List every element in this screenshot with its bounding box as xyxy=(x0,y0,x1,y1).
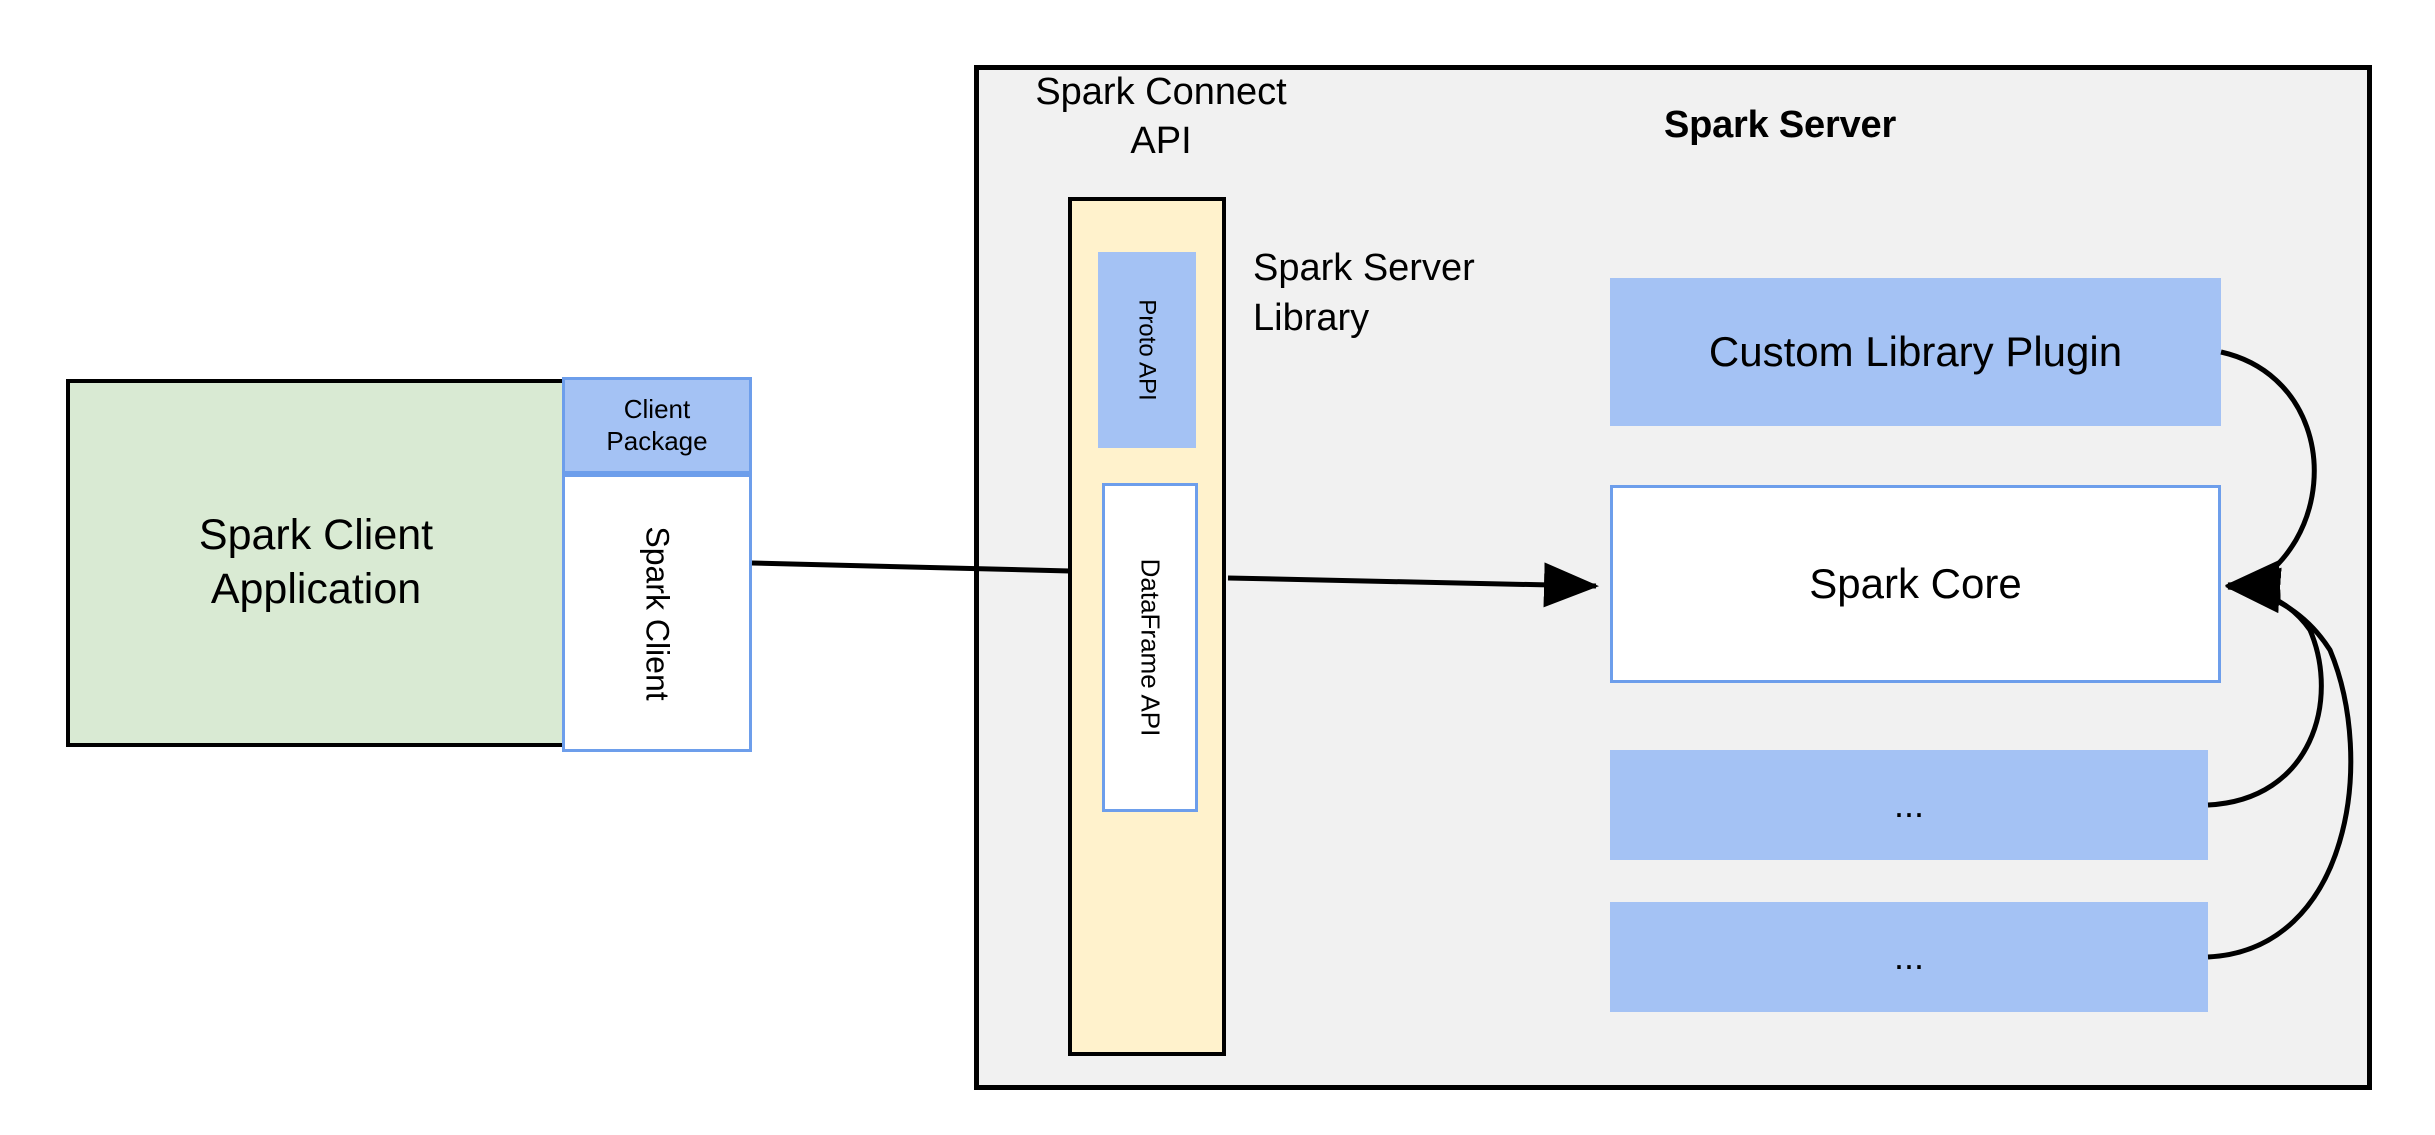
spark-client-application-label: Spark Client Application xyxy=(199,509,433,617)
spark-server-title: Spark Server xyxy=(1663,103,1897,146)
client-app-line2: Application xyxy=(210,565,422,613)
connect-api-line2: API xyxy=(1130,119,1192,162)
client-package-label: Client Package xyxy=(606,394,707,457)
placeholder-2-label: ... xyxy=(1893,936,1924,977)
proto-api-label: Proto API xyxy=(1134,299,1162,401)
client-package-box[interactable]: Client Package xyxy=(562,377,752,474)
server-component-placeholder-1[interactable]: ... xyxy=(1610,750,2208,860)
spark-server-library-label: Spark Server Library xyxy=(1253,243,1583,363)
spark-client-label: Spark Client xyxy=(639,525,676,701)
client-package-line2: Package xyxy=(606,425,708,456)
connect-api-line1: Spark Connect xyxy=(1035,71,1287,113)
custom-library-plugin-label: Custom Library Plugin xyxy=(1708,328,2123,375)
server-component-placeholder-2[interactable]: ... xyxy=(1610,902,2208,1012)
dataframe-api-label: DataFrame API xyxy=(1135,558,1166,737)
spark-connect-api-text: Spark Connect API xyxy=(1035,68,1286,165)
server-library-line2: Library xyxy=(1253,297,1370,340)
custom-library-plugin-box[interactable]: Custom Library Plugin xyxy=(1610,278,2221,426)
spark-client-box[interactable]: Spark Client xyxy=(562,474,752,752)
server-library-line1: Spark Server xyxy=(1253,247,1475,289)
client-package-line1: Client xyxy=(623,393,691,424)
proto-api-box[interactable]: Proto API xyxy=(1098,252,1196,448)
spark-core-box[interactable]: Spark Core xyxy=(1610,485,2221,683)
spark-core-label: Spark Core xyxy=(1809,560,2022,607)
spark-client-application-box[interactable]: Spark Client Application xyxy=(66,379,566,747)
spark-connect-api-label: Spark Connect API xyxy=(1016,68,1306,178)
placeholder-1-label: ... xyxy=(1893,784,1924,825)
client-app-line1: Spark Client xyxy=(198,511,434,560)
dataframe-api-box[interactable]: DataFrame API xyxy=(1102,483,1198,812)
